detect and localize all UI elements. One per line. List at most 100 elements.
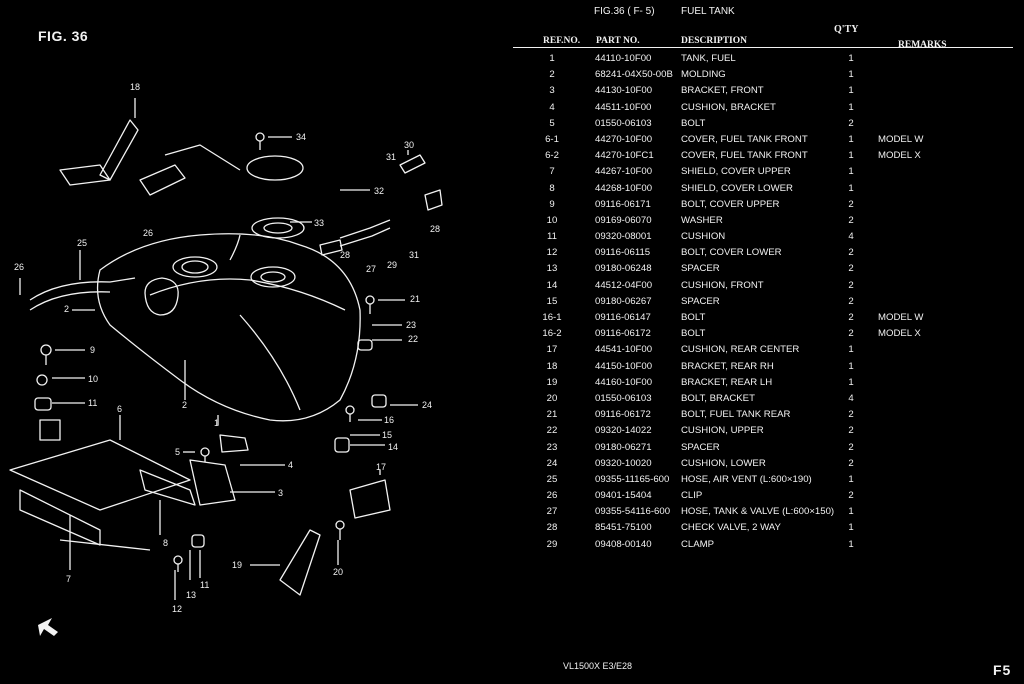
- description: CHECK VALVE, 2 WAY: [681, 522, 781, 534]
- quantity: 4: [848, 392, 854, 404]
- exploded-parts-diagram: 18 34 30 31 32 33 28 26 25 28 26 29 27 3…: [0, 60, 500, 650]
- quantity: 1: [848, 344, 854, 356]
- ref-number: 22: [546, 425, 558, 437]
- figure-label: FIG. 36: [38, 28, 89, 44]
- ref-number: 20: [546, 392, 558, 404]
- part-number: 44130-10F00: [595, 85, 653, 97]
- qty-header: Q'TY: [834, 24, 859, 35]
- part-number: 09180-06267: [595, 295, 652, 307]
- part-number: 09180-06248: [595, 263, 652, 275]
- quantity: 1: [848, 506, 854, 518]
- callout-16: 16: [384, 415, 394, 425]
- quantity: 2: [848, 457, 854, 469]
- ref-number: 18: [546, 360, 558, 372]
- ref-number: 1: [549, 53, 555, 64]
- callout-15: 15: [382, 430, 392, 440]
- parts-row: 26 09401-15404 CLIP 2: [513, 488, 1013, 504]
- part-number: 09355-11165-600: [595, 473, 670, 485]
- description: BOLT: [681, 312, 706, 323]
- figure-reference: FIG.36 ( F- 5): [594, 6, 655, 17]
- quantity: 2: [848, 425, 854, 437]
- ref-number: 24: [546, 457, 558, 469]
- callout-31: 31: [386, 152, 396, 162]
- page-number: F5: [993, 662, 1012, 678]
- callout-2a: 2: [64, 304, 69, 314]
- part-number: 09408-00140: [595, 538, 652, 550]
- remarks: MODEL X: [878, 328, 921, 340]
- ref-number: 6-2: [545, 150, 559, 162]
- callout-33: 33: [314, 218, 324, 228]
- description: SPACER: [681, 263, 720, 275]
- part-number: 09401-15404: [595, 490, 652, 502]
- quantity: 2: [848, 295, 854, 307]
- description: HOSE, TANK & VALVE (L:600×150): [681, 506, 835, 518]
- callout-29: 29: [387, 260, 397, 270]
- ref-number: 6-1: [545, 133, 559, 145]
- callout-10: 10: [88, 374, 98, 384]
- quantity: 1: [848, 166, 854, 178]
- ref-number: 2: [549, 69, 555, 81]
- header-divider: [513, 47, 1013, 48]
- description: BOLT: [681, 328, 706, 340]
- callout-2b: 2: [182, 400, 187, 410]
- ref-number: 10: [546, 214, 558, 226]
- callout-1: 1: [214, 418, 219, 428]
- description: BOLT, BRACKET: [681, 392, 755, 404]
- description: HOSE, AIR VENT (L:600×190): [681, 473, 812, 485]
- description: CLIP: [681, 490, 703, 502]
- description: CUSHION, FRONT: [681, 279, 764, 291]
- description: BOLT, FUEL TANK REAR: [681, 409, 791, 421]
- quantity: 1: [848, 360, 854, 372]
- callout-20: 20: [333, 567, 343, 577]
- quantity: 1: [848, 69, 854, 81]
- ref-number: 8: [549, 182, 555, 194]
- part-number: 09116-06147: [595, 312, 651, 323]
- callout-8: 8: [163, 538, 168, 548]
- part-number: 44512-04F00: [595, 279, 653, 291]
- quantity: 2: [848, 441, 854, 453]
- callout-28a: 28: [430, 224, 440, 234]
- quantity: 1: [848, 182, 854, 194]
- callout-6: 6: [117, 404, 122, 414]
- callout-11a: 11: [88, 398, 97, 408]
- quantity: 2: [848, 247, 854, 259]
- quantity: 1: [848, 133, 854, 145]
- description: SPACER: [681, 441, 720, 453]
- description: TANK, FUEL: [681, 53, 736, 64]
- callout-19: 19: [232, 560, 242, 570]
- part-number: 09355-54116-600: [595, 506, 671, 518]
- quantity: 2: [848, 214, 854, 226]
- callout-28b: 28: [340, 250, 350, 260]
- column-header-description: DESCRIPTION: [681, 36, 747, 46]
- fuel-tank-shape: [96, 233, 361, 422]
- ref-number: 26: [546, 490, 558, 502]
- callout-17: 17: [376, 462, 386, 472]
- quantity: 2: [848, 263, 854, 275]
- direction-arrow-icon: [38, 618, 58, 636]
- quantity: 2: [848, 117, 854, 129]
- ref-number: 13: [546, 263, 558, 275]
- description: CUSHION, REAR CENTER: [681, 344, 800, 356]
- callout-31b: 31: [409, 250, 419, 260]
- callout-24: 24: [422, 400, 432, 410]
- ref-number: 11: [547, 231, 557, 243]
- ref-number: 29: [546, 538, 558, 550]
- quantity: 1: [848, 473, 854, 485]
- quantity: 1: [848, 85, 854, 97]
- quantity: 1: [848, 376, 854, 388]
- callout-26a: 26: [143, 228, 153, 238]
- quantity: 2: [848, 490, 854, 502]
- section-title: FUEL TANK: [681, 6, 735, 17]
- callout-4: 4: [288, 460, 293, 470]
- ref-number: 27: [546, 506, 558, 518]
- callout-30: 30: [404, 140, 414, 150]
